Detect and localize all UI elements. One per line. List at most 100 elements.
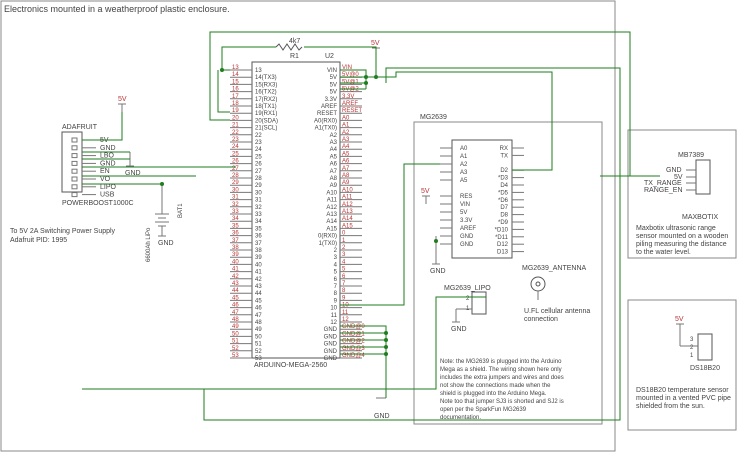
- mega-right-net-label: A11: [342, 195, 353, 201]
- mega-left-pin-number: 22: [232, 130, 239, 136]
- mg2639-left-pin: AREF: [460, 226, 476, 232]
- mg2639-right-pin: D7: [500, 205, 508, 211]
- mega-right-pin-label: 5V: [330, 90, 337, 96]
- mega-right-pin-label: A13: [326, 212, 337, 218]
- mega-right-pin-label: A9: [330, 183, 338, 189]
- mega-right-pin-label: A0(RX0): [314, 118, 337, 124]
- mega-right-pin-label: A10: [326, 190, 337, 196]
- mega-right-pin-label: GND: [324, 334, 338, 340]
- mega-left-pin-label: 13: [255, 68, 262, 74]
- mega-right-net-label: GND@2: [342, 339, 365, 345]
- mg2639-right-pin: *D5: [498, 190, 509, 196]
- battery-value: 6600Ah LiPo: [146, 227, 152, 262]
- mega-right-pin-label: A1(TX0): [315, 126, 337, 132]
- mega-left-pin-label: 20(SDA): [255, 118, 278, 124]
- mb7389-pin-tx-range: TX_RANGE: [644, 180, 682, 187]
- mega-left-pin-number: 31: [232, 195, 239, 201]
- powerboost-pin-label: LIPO: [100, 184, 117, 191]
- mega-left-pin-number: 52: [232, 346, 239, 352]
- ds18b20-pin-2: 2: [690, 345, 694, 351]
- supply-5v-ds-label: 5V: [675, 316, 684, 323]
- mega-left-pin-number: 53: [232, 353, 239, 359]
- powerboost-pin-label: LBO: [100, 153, 115, 160]
- mb7389-sensor: MB7389 GND 5V TX_RANGE RANGE_EN MAXBOTIX…: [636, 152, 728, 256]
- mega-right-net-label: 5V@1: [342, 79, 359, 85]
- mg-note-4: not show the connections made when the: [440, 383, 551, 389]
- powerboost-note-2: Adafruit PID: 1995: [10, 237, 67, 244]
- supply-5v-ds: 5V: [675, 316, 698, 347]
- mega-right-net-label: A4: [342, 144, 350, 150]
- battery-bat1: GND BAT1 6600Ah LiPo: [146, 184, 184, 262]
- mega-right-net-label: 5: [342, 267, 346, 273]
- mega-left-pin-label: 36: [255, 234, 262, 240]
- mg2639-right-pin: *D10: [495, 227, 509, 233]
- ds18b20-pin-1: 1: [690, 353, 694, 359]
- mg2639-frame-title: MG2639: [420, 114, 447, 121]
- mega-right-pin-label: A2: [330, 133, 338, 139]
- mg-note-2: Mega as a shield. The wiring shown here …: [440, 367, 562, 373]
- mega-left-pin-number: 43: [232, 281, 239, 287]
- mega-right-pin-label: 6: [334, 277, 338, 283]
- mega-right-net-label: A10: [342, 187, 353, 193]
- powerboost-pin-label: GND: [100, 145, 116, 152]
- mega-left-pin-label: 38: [255, 248, 262, 254]
- mega-left-pin-number: 21: [232, 123, 239, 129]
- mega-right-net-label: A1: [342, 123, 350, 129]
- mega-right-net-label: A15: [342, 223, 353, 229]
- mega-left-pin-label: 51: [255, 342, 262, 348]
- mega-right-net-label: GND@4: [342, 353, 365, 359]
- mega-left-pin-label: 47: [255, 313, 262, 319]
- mega-right-net-label: A3: [342, 137, 350, 143]
- mega-body: [251, 61, 341, 359]
- mega-left-pin-label: 17(RX2): [255, 97, 277, 103]
- mg2639-left-pin: A5: [460, 178, 468, 184]
- mg-note-1: Note: the MG2639 is plugged into the Ard…: [440, 359, 562, 365]
- lipo-connector-body: [471, 291, 487, 315]
- mega-right-pin-label: A4: [330, 147, 338, 153]
- mega-right-pin-label: A5: [330, 154, 338, 160]
- mega-right-net-label: VIN: [342, 65, 352, 71]
- mega-right-pin-label: 4: [334, 262, 338, 268]
- ground-mg-label: GND: [430, 268, 446, 275]
- mega-left-pin-label: 29: [255, 183, 262, 189]
- resistor-name: R1: [290, 53, 299, 60]
- mega-right-pin-label: GND: [324, 349, 338, 355]
- ds18b20-pin-3: 3: [690, 337, 694, 343]
- ds18b20-connector: [697, 333, 713, 361]
- mega-left-pin-label: 31: [255, 198, 262, 204]
- mega-left-pin-number: 48: [232, 317, 239, 323]
- mega-left-pin-label: 33: [255, 212, 262, 218]
- powerboost-part: POWERBOOST1000C: [62, 200, 134, 207]
- mega-left-pin-label: 27: [255, 169, 262, 175]
- mega-right-net-label: 9: [342, 295, 346, 301]
- ds18b20-note-2: mounted in a vented PVC pipe: [636, 395, 731, 402]
- mega-right-net-label: A0: [342, 115, 350, 121]
- ground-ada: GND: [125, 152, 141, 177]
- ds18b20-name: DS18B20: [690, 365, 720, 372]
- mg2639-right-pin: TX: [500, 153, 508, 159]
- mega-left-pin-label: 39: [255, 255, 262, 261]
- mg2639-left-pin: RES: [460, 194, 472, 200]
- mega-left-pin-label: 44: [255, 291, 262, 297]
- mega-right-pin-label: 2: [334, 248, 338, 254]
- mega-right-net-label: 7: [342, 281, 346, 287]
- mega-right-net-label: RESET: [342, 108, 362, 114]
- mega-right-net-label: GND@3: [342, 346, 365, 352]
- ds18b20-note-1: DS18B20 temperature sensor: [636, 387, 729, 394]
- mega-right-net-label: 2: [342, 245, 346, 251]
- resistor-value: 4k7: [289, 38, 300, 45]
- ground-mega: GND: [374, 397, 390, 420]
- mega-right-net-label: 6: [342, 274, 346, 280]
- mega-left-pin-label: 25: [255, 154, 262, 160]
- powerboost-pin-label: USB: [100, 192, 115, 199]
- mega-right-pin-label: 8: [334, 291, 338, 297]
- mega-left-pin-number: 26: [232, 159, 239, 165]
- ds18b20-note-3: shielded from the sun.: [636, 403, 705, 410]
- mega-right-net-label: 12: [342, 317, 349, 323]
- mega-right-net-label: 4: [342, 259, 346, 265]
- mb7389-pin-range-en: RANGE_EN: [644, 187, 683, 194]
- mega-right-pin-label: A14: [326, 219, 337, 225]
- mega-ref: U2: [325, 53, 334, 60]
